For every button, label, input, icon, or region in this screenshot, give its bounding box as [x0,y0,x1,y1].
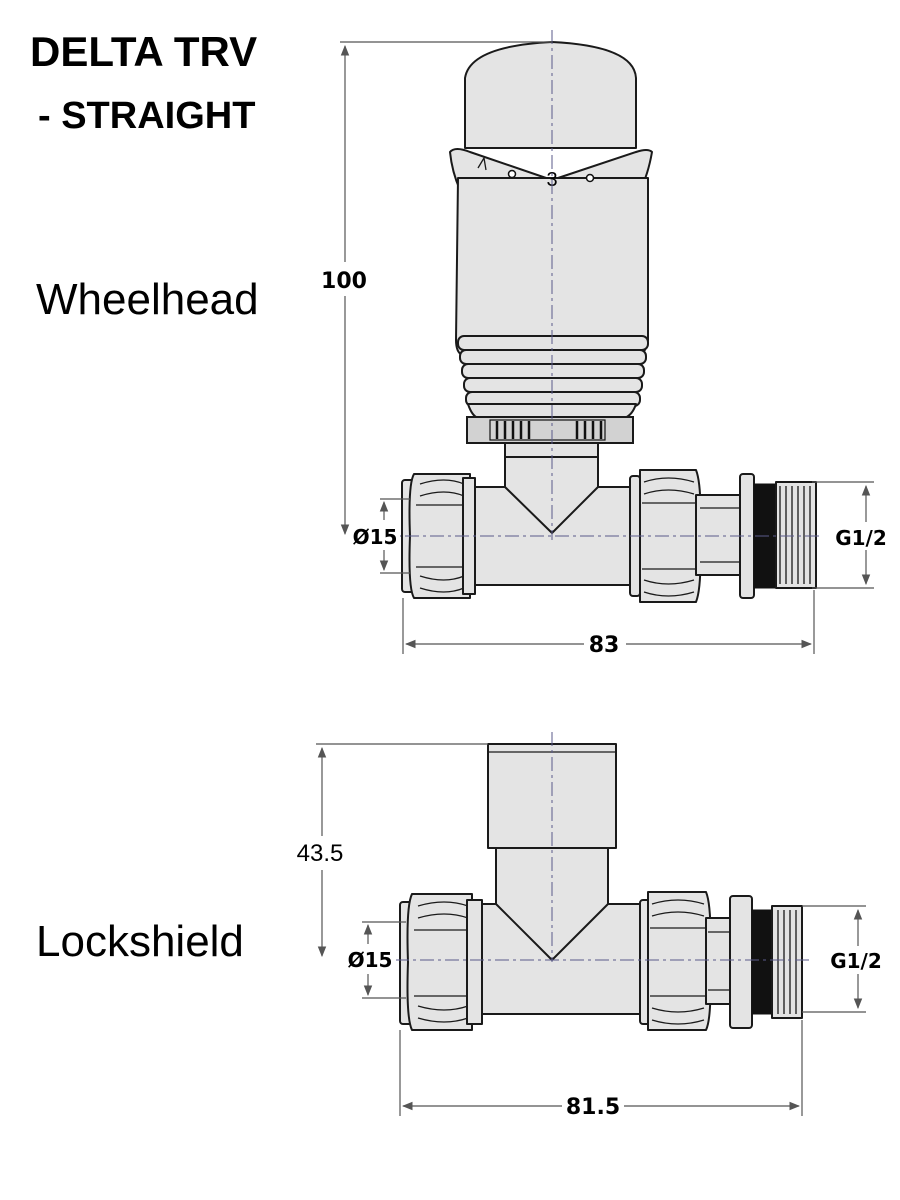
lockshield-label: Lockshield [36,917,244,966]
title-line1: DELTA TRV [30,28,257,75]
grip-ring [459,349,647,365]
wheelhead-valve: 3 [380,30,820,603]
knurl-band [489,419,606,441]
lockshield-pipe-dim: Ø15 [348,948,393,972]
wheelhead-cap [464,41,637,149]
title-line2: - STRAIGHT [38,95,255,137]
lockshield-height-dim: 43.5 [297,840,344,867]
wheelhead-dimensions: 100 Ø15 G1/2 83 [318,41,892,658]
ls-left-nut-lip [466,899,483,1025]
grip-ring [457,335,649,351]
dial-dot-icon [585,173,595,183]
lockshield-thread-dim: G1/2 [830,949,882,973]
wheelhead-thread-dim: G1/2 [835,526,887,550]
tee-neck [504,456,599,534]
knurled-nut [466,416,634,444]
thread-section [775,481,817,589]
lockshield-dimensions: 43.5 Ø15 G1/2 81.5 [288,743,888,1120]
wheelhead-height-dim: 100 [321,269,367,294]
wheelhead-pipe-dim: Ø15 [353,525,398,549]
ls-tail-flange [729,895,753,1029]
knurl-teeth [495,421,603,439]
ls-thread-section [771,905,803,1019]
wheelhead-label: Wheelhead [36,275,259,324]
dial-dot-icon [507,169,517,179]
lockshield-tee-body [481,903,643,1015]
ls-tail-piece [705,917,733,1005]
lockshield-length-dim: 81.5 [566,1095,620,1120]
grip-ring [461,363,645,379]
dial-tick-icon [477,156,487,171]
grip-ring [463,377,643,393]
wheelhead-length-dim: 83 [589,633,620,658]
lockshield-valve [370,732,810,1031]
tail-piece [695,494,745,576]
